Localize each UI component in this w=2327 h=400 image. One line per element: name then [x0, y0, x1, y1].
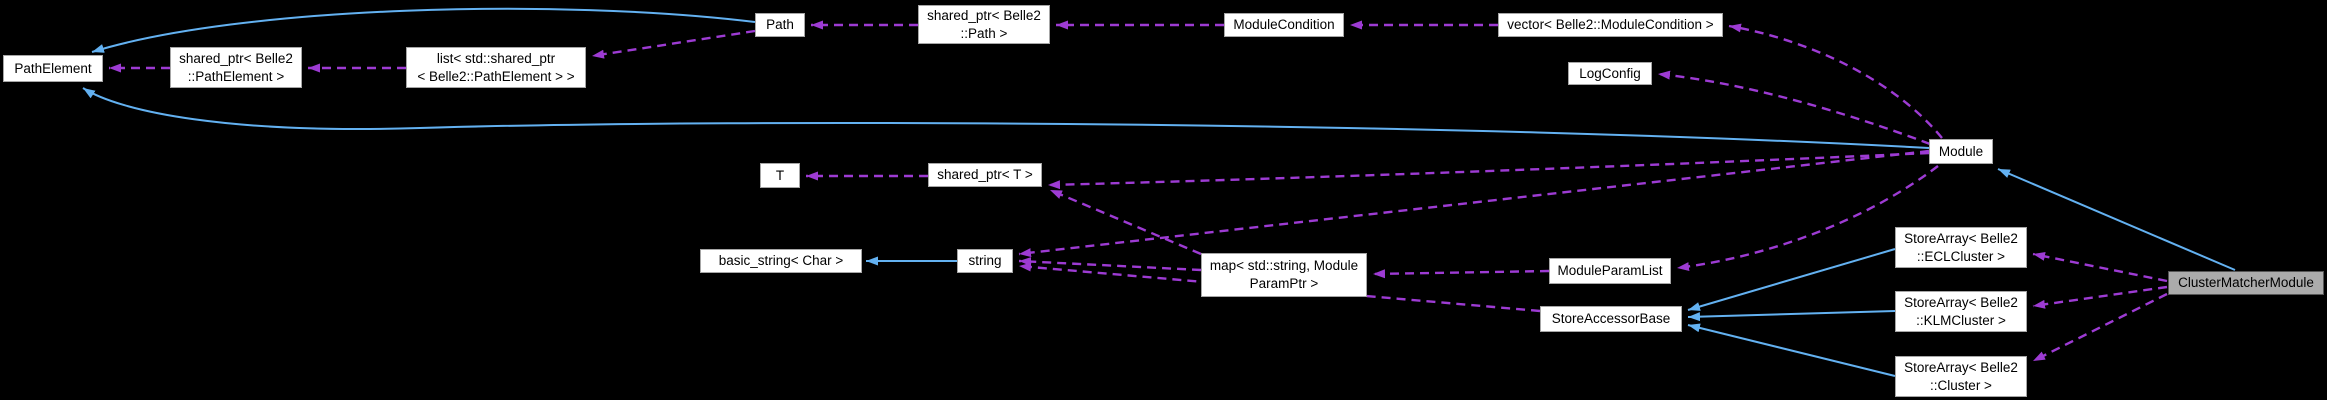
- node-string[interactable]: string: [957, 249, 1013, 273]
- node-path[interactable]: Path: [755, 13, 805, 37]
- edge-module-to-pathelement: [82, 87, 1930, 149]
- edge-eclarray-to-storeaccessorbase: [1687, 248, 1896, 311]
- node-label: ClusterMatcherModule: [2178, 275, 2314, 290]
- node-label: ModuleCondition: [1233, 17, 1335, 32]
- edge-map-to-string: [1018, 257, 1202, 272]
- edge-clustermatcher-to-clusterarray: [2032, 292, 2168, 363]
- edge-klmarray-to-storeaccessorbase: [1687, 310, 1896, 322]
- edge-clustermatcher-to-klmarray: [2032, 285, 2168, 309]
- node-label: shared_ptr< Belle2 ::Path >: [927, 7, 1041, 41]
- node-label: Path: [766, 17, 794, 32]
- node-shared-ptr-path[interactable]: shared_ptr< Belle2 ::Path >: [918, 5, 1050, 44]
- node-storeaccessorbase[interactable]: StoreAccessorBase: [1540, 306, 1682, 332]
- node-label: list< std::shared_ptr < Belle2::PathElem…: [417, 50, 575, 84]
- node-label: shared_ptr< T >: [937, 167, 1033, 182]
- node-label: LogConfig: [1579, 65, 1641, 81]
- node-label: map< std::string, Module ParamPtr >: [1209, 258, 1359, 291]
- node-label: string: [968, 253, 1002, 268]
- node-label: StoreArray< Belle2 ::Cluster >: [1904, 359, 2018, 393]
- node-modulecondition[interactable]: ModuleCondition: [1224, 13, 1344, 37]
- node-label: StoreAccessorBase: [1551, 311, 1671, 326]
- node-label: Module: [1938, 143, 1984, 159]
- node-label: StoreArray< Belle2 ::KLMCluster >: [1904, 294, 2018, 328]
- node-t[interactable]: T: [760, 163, 800, 188]
- edge-moduleparamlist-to-map: [1372, 269, 1550, 279]
- node-moduleparamlist[interactable]: ModuleParamList: [1549, 258, 1671, 284]
- edge-path-to-pathelement: [91, 7, 756, 53]
- edge-path-to-list: [591, 29, 756, 59]
- node-label: StoreArray< Belle2 ::ECLCluster >: [1904, 230, 2018, 264]
- edge-module-to-moduleparamlist: [1676, 165, 1939, 272]
- node-module[interactable]: Module: [1929, 139, 1993, 164]
- node-label: PathElement: [14, 60, 92, 76]
- edge-clusterarray-to-storeaccessorbase: [1687, 323, 1896, 377]
- edge-module-to-logconfig: [1657, 70, 1931, 146]
- edge-module-to-string: [1018, 149, 1930, 258]
- node-map-string-moduleparamptr[interactable]: map< std::string, Module ParamPtr >: [1201, 253, 1367, 297]
- node-storearray-eclcluster[interactable]: StoreArray< Belle2 ::ECLCluster >: [1895, 227, 2027, 268]
- node-pathelement[interactable]: PathElement: [3, 55, 103, 82]
- node-label: basic_string< Char >: [718, 253, 844, 268]
- node-shared-ptr-pathelement[interactable]: shared_ptr< Belle2 ::PathElement >: [170, 47, 302, 88]
- node-storearray-cluster[interactable]: StoreArray< Belle2 ::Cluster >: [1895, 356, 2027, 397]
- node-shared-ptr-t[interactable]: shared_ptr< T >: [928, 163, 1042, 187]
- node-logconfig[interactable]: LogConfig: [1568, 62, 1652, 85]
- node-label: T: [775, 167, 785, 183]
- edge-module-to-sharedptrt: [1047, 151, 1930, 190]
- edge-clustermatcher-to-eclarray: [2032, 251, 2168, 283]
- node-basic-string-char[interactable]: basic_string< Char >: [700, 249, 862, 273]
- inheritance-edges: [82, 7, 2236, 377]
- node-label: ModuleParamList: [1557, 263, 1663, 278]
- edge-clustermatcher-to-module: [1997, 168, 2236, 271]
- node-clustermatchermodule[interactable]: ClusterMatcherModule: [2168, 271, 2324, 295]
- node-label: shared_ptr< Belle2 ::PathElement >: [179, 50, 293, 84]
- node-vector-modulecondition[interactable]: vector< Belle2::ModuleCondition >: [1498, 13, 1723, 37]
- node-storearray-klmcluster[interactable]: StoreArray< Belle2 ::KLMCluster >: [1895, 291, 2027, 332]
- edge-module-to-vector: [1728, 23, 1943, 139]
- node-list-shared-ptr-pathelement[interactable]: list< std::shared_ptr < Belle2::PathElem…: [406, 47, 586, 88]
- node-label: vector< Belle2::ModuleCondition >: [1507, 17, 1714, 32]
- edge-map-to-sharedptrt: [1049, 188, 1202, 256]
